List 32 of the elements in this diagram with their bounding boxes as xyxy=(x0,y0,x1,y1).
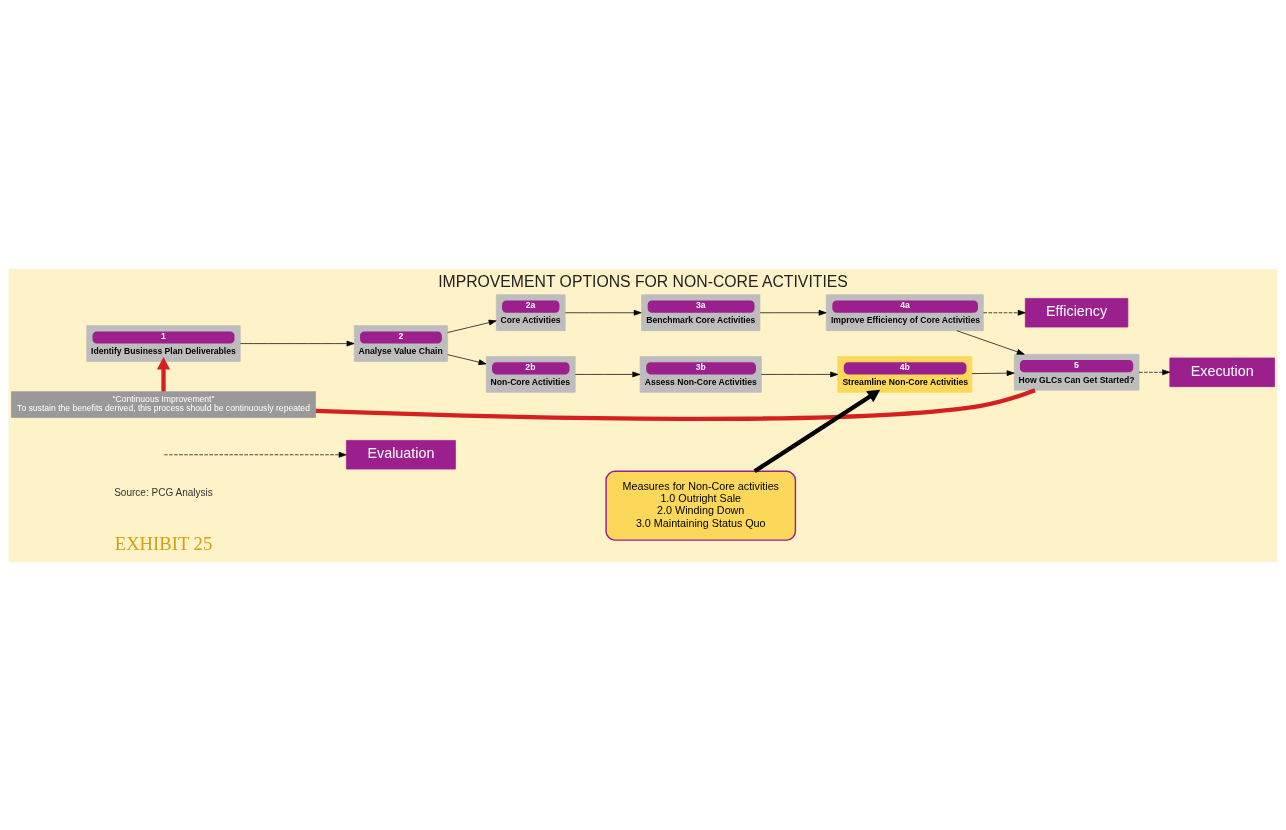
node-box: 3a Benchmark Core Activities xyxy=(641,293,761,331)
node-box: Efficiency xyxy=(1024,297,1129,327)
arrow xyxy=(971,369,1015,376)
node-box: 5 How GLCs Can Get Started? xyxy=(1013,353,1140,391)
arrow xyxy=(240,340,355,346)
arrow xyxy=(565,309,642,316)
arrow xyxy=(983,309,1026,316)
caption: Source: PCG Analysis xyxy=(114,486,213,498)
node-box: 2 Analyse Value Chain xyxy=(353,324,448,362)
connector xyxy=(315,387,1036,421)
arrow xyxy=(761,371,839,377)
arrow xyxy=(759,309,827,316)
node-box: 3b Assess Non-Core Activities xyxy=(639,355,762,393)
node-box: “Continuous Improvement” To sustain the benefits derived, this process should be continuously repeated xyxy=(11,390,316,418)
arrow xyxy=(156,356,171,391)
node-box: 1 Identify Business Plan Deliverables xyxy=(86,324,241,362)
arrow xyxy=(753,389,881,473)
node-box: 4b Streamline Non-Core Activities xyxy=(837,355,973,393)
node-box: Evaluation xyxy=(346,439,456,469)
node-box: Execution xyxy=(1169,357,1275,387)
node-box: 2a Core Activities xyxy=(495,293,566,331)
arrow xyxy=(574,371,641,377)
node-box: Measures for Non-Core activities 1.0 Outright Sale 2.0 Winding Down 3.0 Maintaining Status Quo xyxy=(605,470,797,541)
arrow xyxy=(447,319,497,333)
arrow xyxy=(956,329,1025,355)
arrow xyxy=(1138,368,1171,375)
diagram-title: IMPROVEMENT OPTIONS FOR NON-CORE ACTIVITIES xyxy=(438,272,848,290)
label: EXHIBIT 25 xyxy=(114,532,213,554)
arrow xyxy=(163,451,347,458)
arrow xyxy=(447,353,487,365)
node-box: 2b Non-Core Activities xyxy=(485,355,576,393)
node-box: 4a Improve Efficiency of Core Activities xyxy=(825,293,984,331)
